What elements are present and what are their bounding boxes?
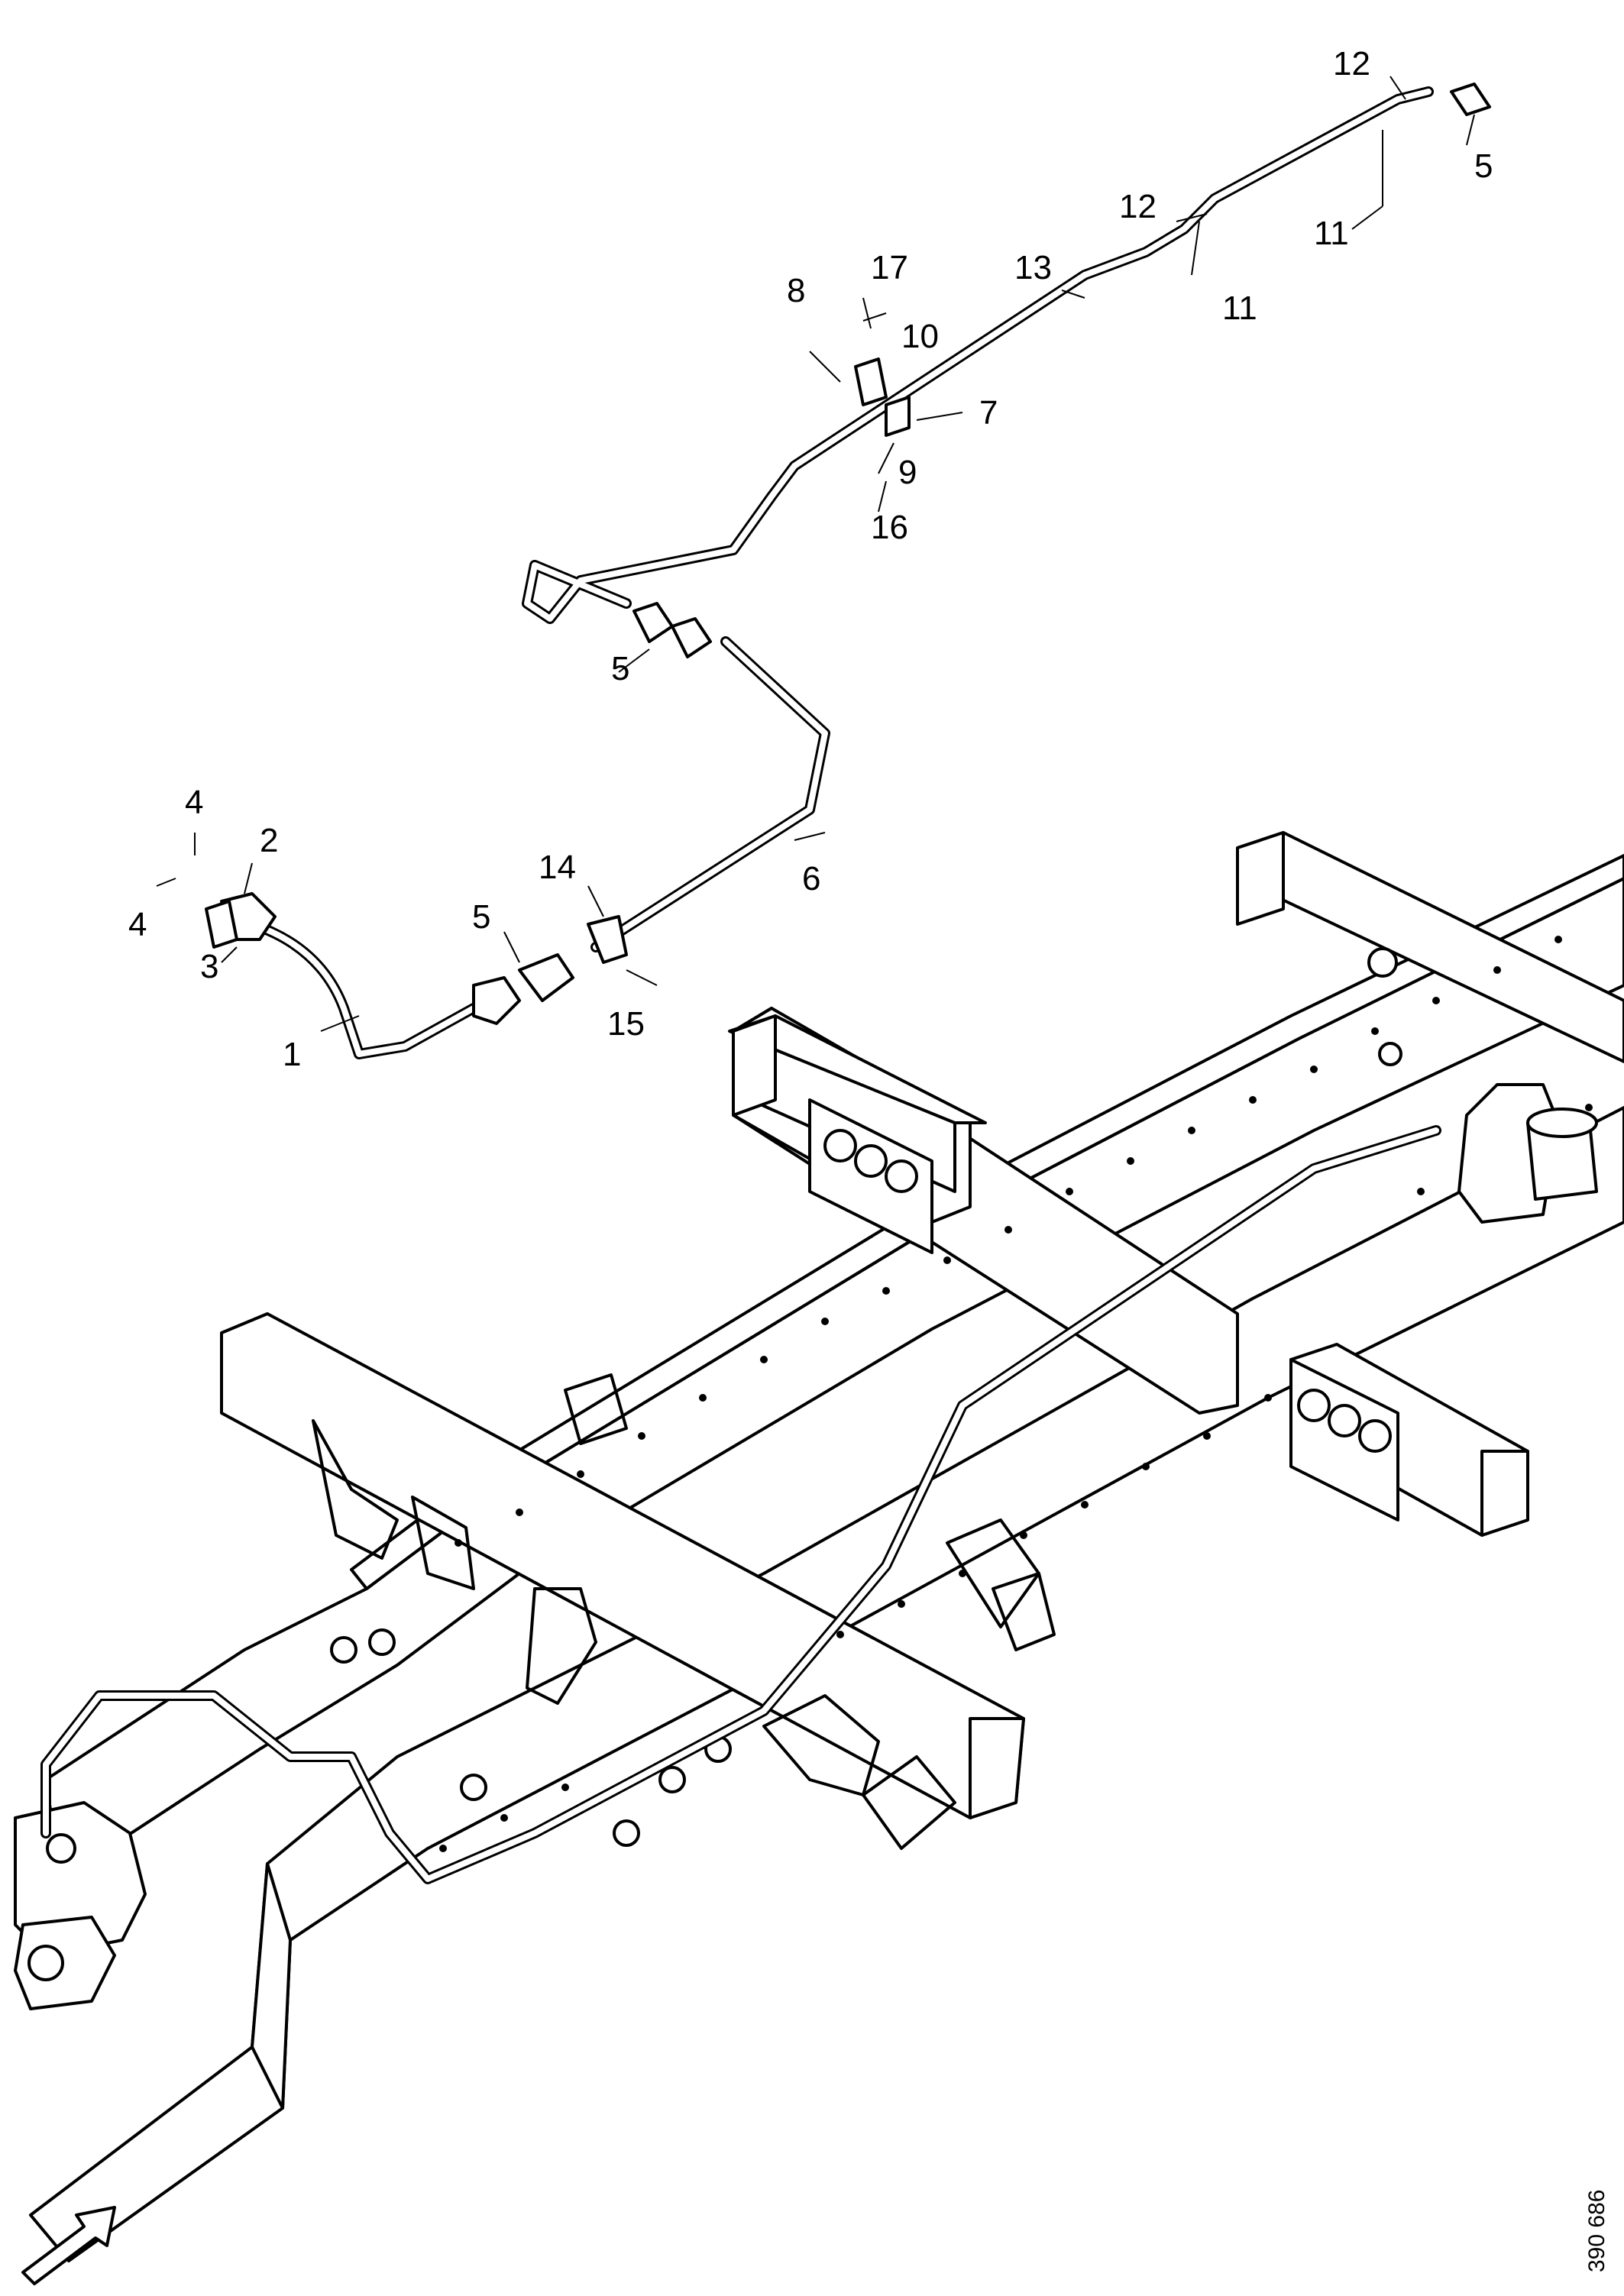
leader-lines <box>156 76 1475 1032</box>
part-9-clamp <box>885 396 911 437</box>
part-13-pipe <box>522 86 1434 624</box>
plate-hole <box>1328 1404 1361 1437</box>
far-rear-box-end <box>1236 831 1285 926</box>
part-5-end-fitting <box>1450 82 1491 116</box>
callout-10: 10 <box>901 318 939 355</box>
callout-8: 8 <box>787 272 805 309</box>
direction-arrow <box>21 2206 116 2285</box>
part-5-nut-middle <box>632 602 674 643</box>
callout-12: 12 <box>1333 45 1370 82</box>
callout-5: 5 <box>611 650 629 687</box>
upper-left-box-front <box>732 1014 777 1117</box>
spring-bracket <box>862 1755 956 1850</box>
callout-15: 15 <box>607 1005 645 1043</box>
callout-2: 2 <box>260 822 278 859</box>
chassis-pipes <box>40 1125 1441 1884</box>
plate-hole <box>885 1159 918 1193</box>
callout-9: 9 <box>898 454 917 491</box>
rail-hole <box>613 1819 640 1847</box>
callout-11: 11 <box>1314 215 1349 252</box>
part-1-hose <box>247 919 479 1059</box>
callout-12: 12 <box>1119 188 1157 225</box>
callout-5: 5 <box>472 898 490 936</box>
rail-hole <box>330 1636 357 1664</box>
spring-bracket <box>526 1587 597 1705</box>
compressor-cylinder <box>14 1916 116 2010</box>
rail-hole <box>368 1628 396 1656</box>
right-cross-member-end <box>1480 1450 1529 1537</box>
callout-4: 4 <box>128 906 147 943</box>
callout-6: 6 <box>802 860 820 897</box>
rail-hole <box>1367 947 1398 978</box>
chassis-frame <box>29 831 1624 2262</box>
spring-bracket <box>762 1694 880 1796</box>
left-side-member-flange <box>251 1862 292 2110</box>
forward-arrow-icon <box>21 2206 116 2285</box>
plate-hole <box>823 1129 857 1163</box>
callout-17: 17 <box>871 249 908 286</box>
rail-hole <box>1378 1042 1402 1066</box>
figure-reference-number: 390 686 <box>1584 2190 1609 2272</box>
spring-bracket <box>312 1419 399 1560</box>
part-3-valve-flange <box>205 900 238 949</box>
part-5-coupling <box>518 953 574 1002</box>
rail-hole <box>460 1774 487 1801</box>
callout-13: 13 <box>1014 249 1052 286</box>
air-dryer-cap <box>1526 1108 1598 1138</box>
spring-bracket <box>992 1572 1056 1651</box>
plate-hole <box>1358 1419 1392 1453</box>
callout-14: 14 <box>539 849 576 886</box>
exploded-pipe-assembly <box>205 82 1491 1059</box>
air-dryer <box>1457 1083 1598 1224</box>
callout-1: 1 <box>283 1036 301 1073</box>
callout-3: 3 <box>200 948 218 985</box>
spring-bracket <box>411 1496 475 1590</box>
air-compressor <box>14 1801 147 2010</box>
callouts: 1 2 3 4 4 5 5 5 6 7 8 9 10 11 11 12 12 1… <box>128 45 1493 1073</box>
rail-hole <box>658 1766 686 1793</box>
spring-brackets <box>312 1373 1056 1850</box>
front-cross-member-end <box>969 1717 1025 1819</box>
spring-bracket <box>564 1373 628 1445</box>
callout-11: 11 <box>1222 289 1257 327</box>
part-6-pipe <box>590 636 830 952</box>
callout-16: 16 <box>871 509 908 546</box>
compressor-body <box>14 1801 147 1957</box>
callout-5: 5 <box>1474 147 1493 185</box>
callout-4: 4 <box>185 784 203 821</box>
compressor-port <box>27 1945 64 1981</box>
compressor-port <box>46 1833 76 1864</box>
callout-7: 7 <box>979 394 998 432</box>
part-14-clip <box>587 915 628 964</box>
part-5-nut-middle <box>671 617 712 658</box>
part-10-clamp <box>854 357 888 406</box>
plate-hole <box>854 1144 888 1178</box>
plate-hole <box>1297 1389 1331 1422</box>
delivery-pipe-installed <box>40 1125 1441 1884</box>
part-5-nut <box>472 976 521 1025</box>
